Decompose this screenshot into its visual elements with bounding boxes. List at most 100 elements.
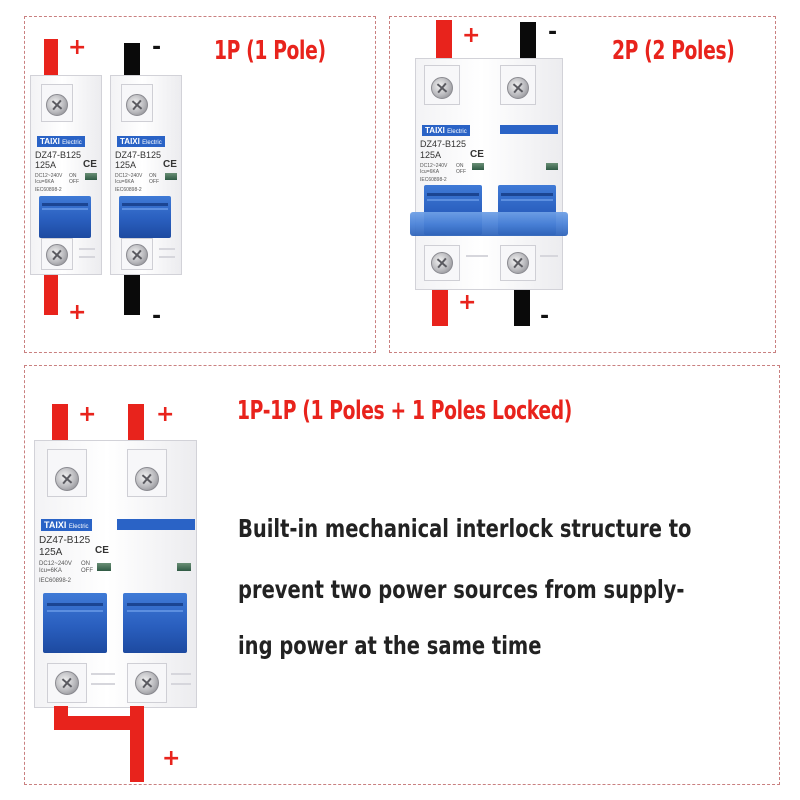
breaker-2p: TAIXI Electric DZ47-B125 125A CE DC12~24…	[415, 58, 563, 290]
status-window	[472, 163, 484, 170]
off-label: OFF	[456, 169, 466, 175]
current-label: 125A	[420, 150, 442, 160]
red-wire-bottom	[44, 275, 58, 315]
plus-sign-bottom: +	[162, 746, 181, 771]
brand-label: TAIXI Electric	[422, 125, 470, 136]
description-line-3: ing power at the same time	[238, 631, 542, 660]
status-window	[177, 563, 191, 571]
tie-bar	[410, 212, 568, 236]
on-label: ON	[149, 173, 157, 179]
ce-mark: CE	[470, 149, 484, 160]
black-wire-bottom	[514, 290, 530, 326]
description-line-1: Built-in mechanical interlock structure …	[238, 514, 692, 543]
ce-mark: CE	[163, 159, 177, 170]
vent-slot	[159, 256, 175, 258]
toggle-handle-right[interactable]	[123, 593, 187, 653]
ce-mark: CE	[95, 545, 109, 556]
black-wire-top	[124, 43, 140, 79]
model-label: DZ47-B125	[39, 535, 91, 546]
terminal-screw-icon	[135, 671, 159, 695]
vent-slot	[540, 255, 558, 257]
toggle-handle[interactable]	[39, 196, 91, 238]
status-window	[97, 563, 111, 571]
terminal-bottom-right	[127, 663, 167, 703]
red-wire-top	[44, 39, 58, 79]
terminal-screw-icon	[55, 671, 79, 695]
brand-label: TAIXI Electric	[37, 136, 85, 147]
red-wire-top	[436, 20, 452, 62]
panel-title-locked: 1P-1P (1 Poles + 1 Poles Locked)	[237, 396, 572, 426]
ce-mark: CE	[83, 159, 97, 170]
toggle-handle[interactable]	[119, 196, 171, 238]
vent-slot	[466, 255, 488, 257]
plus-sign-bottom: +	[68, 300, 87, 325]
voltage-spec: DC12~240V	[35, 173, 63, 179]
terminal-screw-icon	[507, 252, 529, 274]
terminal-screw-icon	[46, 244, 68, 266]
plus-sign-bottom: +	[458, 290, 477, 315]
on-label: ON	[456, 163, 464, 169]
vent-slot	[79, 256, 95, 258]
plus-sign-top: +	[68, 35, 87, 60]
vent-slot	[91, 683, 115, 685]
black-wire-top	[520, 22, 536, 62]
panel-title-2p: 2P (2 Poles)	[612, 36, 735, 66]
on-label: ON	[81, 561, 90, 567]
minus-sign-bottom: -	[540, 304, 550, 329]
current-label: 125A	[115, 160, 137, 170]
model-label: DZ47-B125	[35, 150, 82, 160]
standard-label: IEC60898-2	[35, 187, 62, 193]
current-label: 125A	[39, 547, 63, 558]
vent-slot	[159, 248, 175, 250]
red-wire-bottom	[432, 290, 448, 326]
model-label: DZ47-B125	[115, 150, 162, 160]
status-window	[85, 173, 97, 180]
off-label: OFF	[69, 179, 79, 185]
red-wire-top-left	[52, 404, 68, 446]
vent-slot	[91, 673, 115, 675]
toggle-handle-left[interactable]	[43, 593, 107, 653]
panel-locked	[24, 365, 780, 785]
minus-sign-bottom: -	[152, 304, 162, 329]
panel-one-pole	[24, 16, 376, 353]
off-label: OFF	[149, 179, 159, 185]
terminal-screw-icon	[431, 77, 453, 99]
description-line-2: prevent two power sources from supply-	[238, 575, 685, 604]
plus-sign-top-right: +	[156, 402, 175, 427]
breaker-1p-left: TAIXI Electric DZ47-B125 125A CE DC12~24…	[30, 75, 102, 275]
brand-label: TAIXI Electric	[117, 136, 165, 147]
breaker-1p-1p-locked: TAIXI Electric DZ47-B125 125A CE DC12~24…	[34, 440, 197, 708]
current-label: 125A	[35, 160, 57, 170]
panel-title-1p: 1P (1 Pole)	[214, 36, 326, 66]
breaker-1p-right: TAIXI Electric DZ47-B125 125A CE DC12~24…	[110, 75, 182, 275]
brand-stripe	[117, 519, 195, 530]
voltage-spec: DC12~240V	[39, 561, 72, 567]
status-window	[165, 173, 177, 180]
black-wire-bottom	[124, 275, 140, 315]
standard-label: IEC60898-2	[115, 187, 142, 193]
red-wire-output	[130, 716, 144, 782]
voltage-spec: DC12~240V	[115, 173, 143, 179]
plus-sign-top-left: +	[78, 402, 97, 427]
minus-sign-top: -	[548, 20, 558, 45]
brand-stripe	[500, 125, 558, 134]
on-label: ON	[69, 173, 77, 179]
terminal-screw-icon	[46, 94, 68, 116]
terminal-screw-icon	[507, 77, 529, 99]
icu-spec: Icu=6KA	[35, 179, 55, 185]
terminal-screw-icon	[55, 467, 79, 491]
terminal-bottom-left	[47, 663, 87, 703]
vent-slot	[79, 248, 95, 250]
terminal-screw-icon	[126, 244, 148, 266]
status-window	[546, 163, 558, 170]
plus-sign-top: +	[462, 23, 481, 48]
off-label: OFF	[81, 568, 93, 574]
voltage-spec: DC12~240V	[420, 163, 448, 169]
terminal-screw-icon	[135, 467, 159, 491]
standard-label: IEC60898-2	[420, 177, 447, 183]
vent-slot	[171, 673, 191, 675]
vent-slot	[171, 683, 191, 685]
panel-two-pole	[389, 16, 776, 353]
model-label: DZ47-B125	[420, 139, 467, 149]
icu-spec: Icu=6KA	[115, 179, 135, 185]
